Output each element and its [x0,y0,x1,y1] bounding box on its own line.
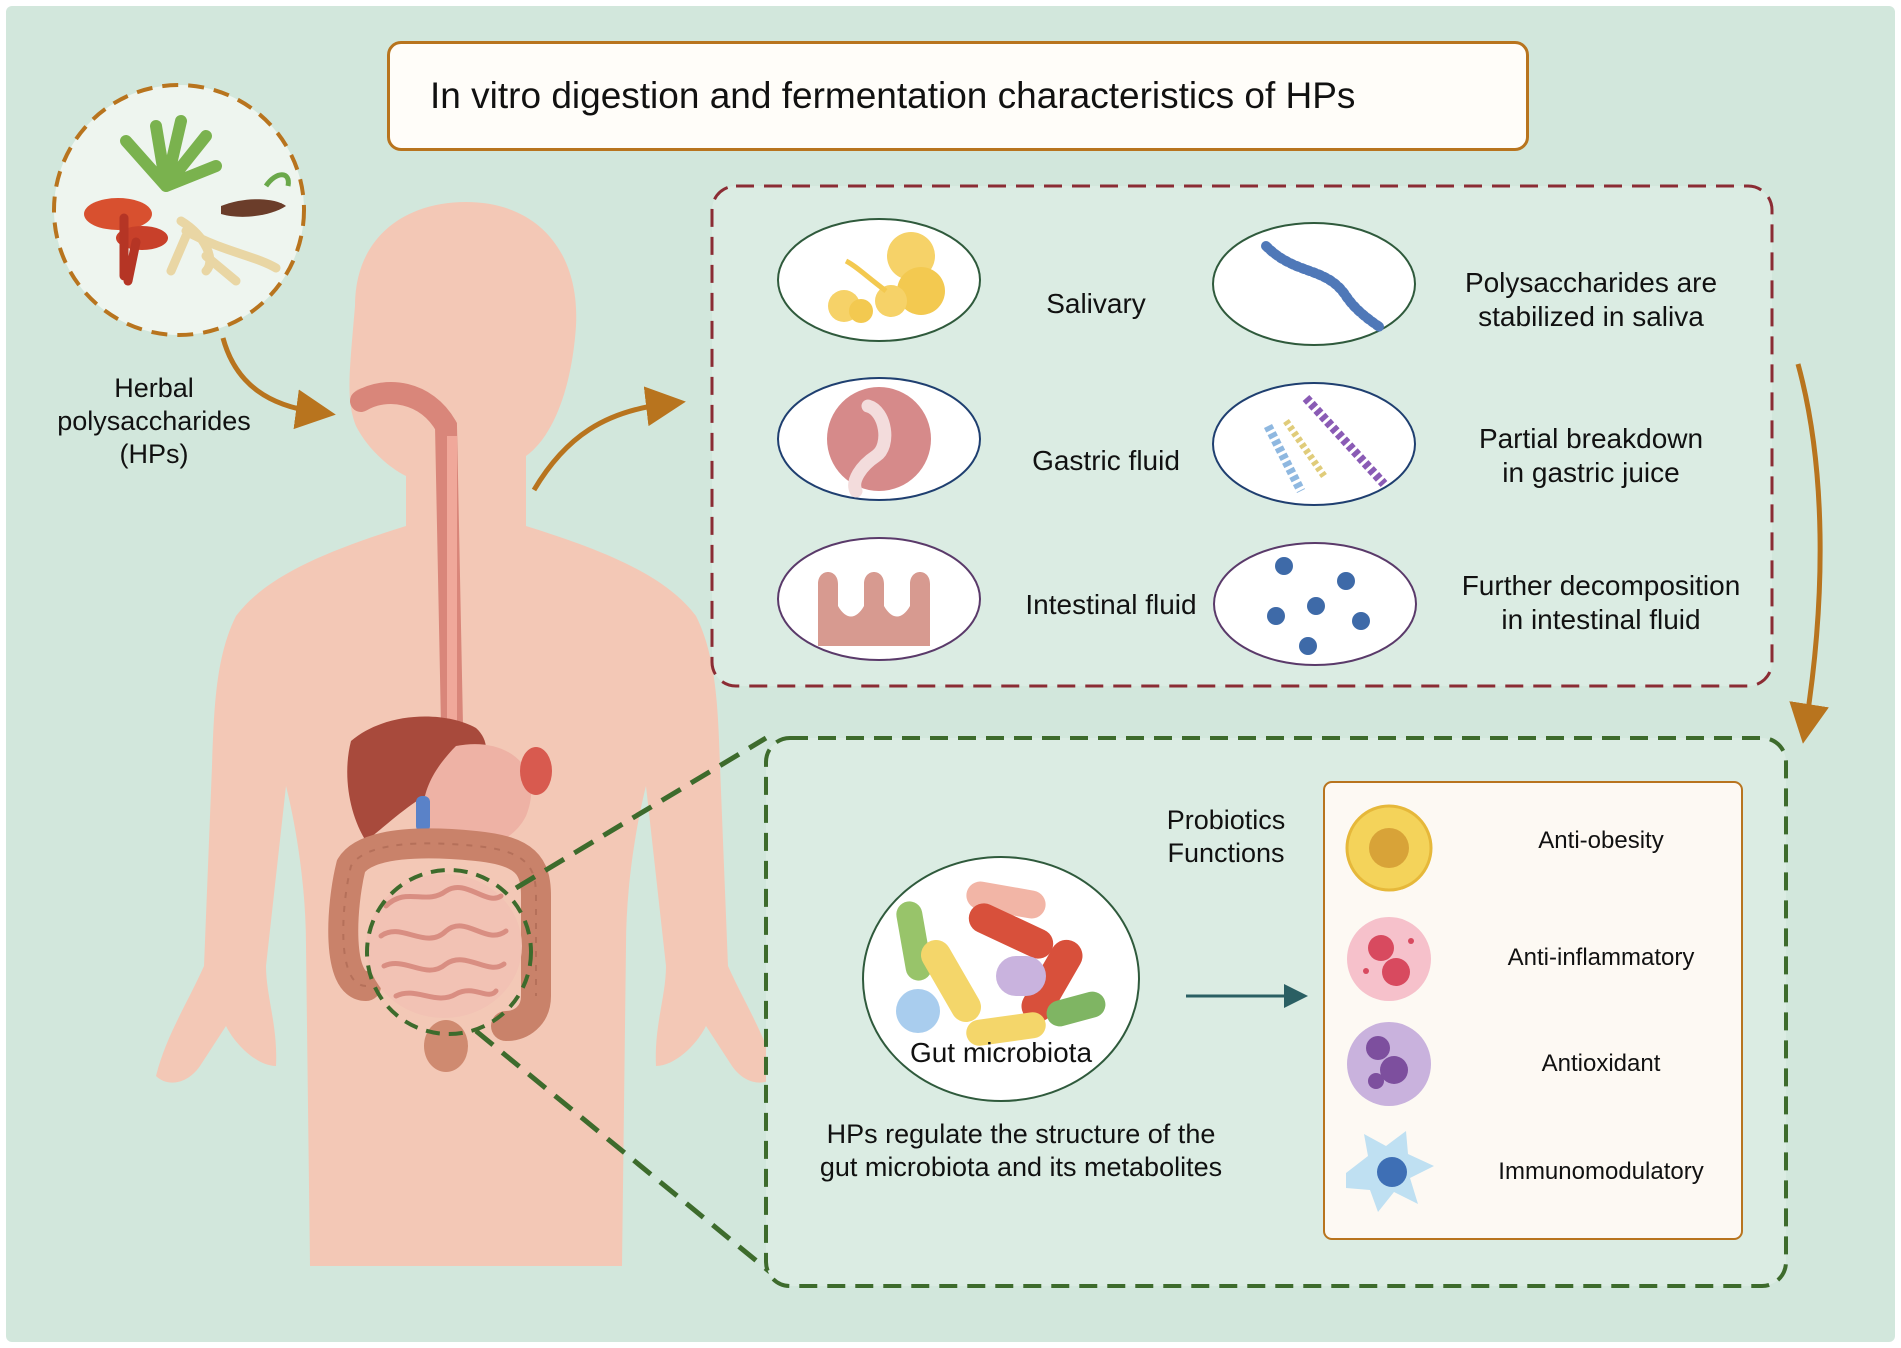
function-anti-obesity: Anti-obesity [1538,827,1664,854]
probiotics-label-line2: Functions [1167,837,1285,868]
immune-cell-icon [1346,1131,1434,1212]
salivary-description: Polysaccharides are stabilized in saliva [1426,266,1756,334]
colon [328,828,551,1041]
stomach [423,744,532,848]
intestinal-label: Intestinal fluid [1025,589,1197,620]
adipocyte-icon [1345,804,1433,892]
regulate-caption-line1: HPs regulate the structure of the [826,1119,1216,1149]
partial-breakdown-ellipse [1212,382,1416,506]
antioxidant-cell-icon [1347,1022,1431,1106]
herbal-label-line2: polysaccharides [57,405,251,436]
esophagus [350,382,463,737]
gut-microbiota-label: Gut microbiota [909,1037,1093,1068]
inflammatory-cell-icon [1347,917,1431,1001]
herb-to-mouth-arrow [220,337,336,430]
salivary-gland-ellipse [777,218,981,342]
zoom-line-bottom [474,1029,772,1274]
diagram-artwork [52,83,1829,1288]
intestinal-description: Further decomposition in intestinal flui… [1426,569,1776,637]
gastric-label: Gastric fluid [1032,445,1180,476]
intestinal-description-line1: Further decomposition [1461,570,1741,601]
stomach-ellipse [777,377,981,501]
title-box: In vitro digestion and fermentation char… [387,41,1529,151]
gastric-description-line2: in gastric juice [1502,457,1680,489]
polysaccharide-chain-ellipse [1212,222,1416,346]
regulate-caption: HPs regulate the structure of the gut mi… [796,1118,1246,1184]
herbal-label: Herbal polysaccharides (HPs) [28,372,280,471]
regulate-caption-line2: gut microbiota and its metabolites [819,1151,1223,1182]
kidney [520,747,552,795]
small-intestine [366,874,522,1018]
intestine-focus-circle [365,868,533,1036]
herbal-label-line1: Herbal [114,373,194,403]
intestinal-description-line2: in intestinal fluid [1501,604,1701,636]
gut-microbiota-ellipse [862,856,1140,1102]
functions-box [1323,781,1743,1240]
herbal-label-line3: (HPs) [119,438,189,469]
diagram-canvas: In vitro digestion and fermentation char… [6,6,1895,1342]
decomposition-ellipse [1213,542,1417,666]
bile-duct [416,796,430,832]
probiotics-functions-label: Probiotics Functions [1126,804,1326,870]
rectum [424,1020,468,1072]
probiotics-label-line1: Probiotics [1166,805,1286,835]
function-anti-inflammatory: Anti-inflammatory [1507,944,1695,971]
liver [347,716,486,841]
gastric-description-line1: Partial breakdown [1478,423,1704,454]
intestinal-villi-ellipse [777,537,981,661]
salivary-description-line2: stabilized in saliva [1478,301,1704,333]
herbal-source-circle [52,83,306,337]
diagram-title: In vitro digestion and fermentation char… [430,75,1356,116]
gastric-description: Partial breakdown in gastric juice [1426,422,1756,490]
digestion-to-fermentation-arrow [1789,363,1829,744]
function-antioxidant: Antioxidant [1541,1050,1661,1077]
salivary-label: Salivary [1046,288,1146,319]
salivary-description-line1: Polysaccharides are [1464,267,1718,298]
body-to-digestion-arrow [531,386,686,492]
zoom-line-top [514,735,768,891]
function-immunomodulatory: Immunomodulatory [1498,1158,1704,1185]
